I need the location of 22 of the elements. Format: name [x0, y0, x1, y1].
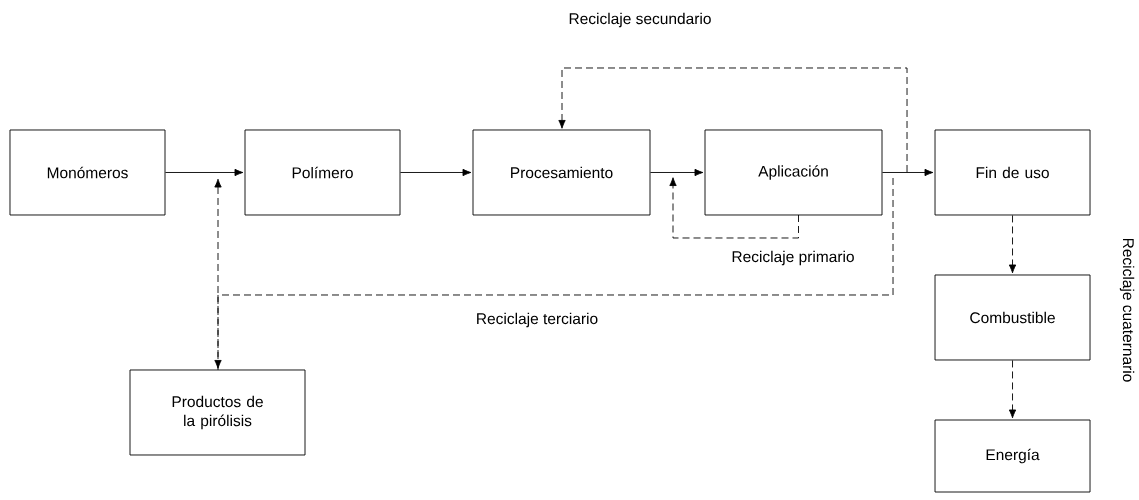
edge-label: Reciclaje primario	[730, 249, 856, 267]
edge-label: Reciclaje terciario	[474, 311, 600, 329]
process-box: Polímero	[244, 129, 401, 216]
process-box: Energía	[934, 419, 1091, 493]
process-box: Procesamiento	[472, 129, 651, 216]
arrow	[400, 168, 472, 177]
process-box: Fin de uso	[934, 129, 1091, 216]
process-box: Monómeros	[9, 129, 166, 216]
arrow	[1008, 360, 1017, 419]
arrow	[650, 168, 704, 177]
arrow	[214, 178, 222, 371]
arrow	[882, 168, 934, 177]
arrow	[669, 177, 799, 239]
process-box: Productos de la pirólisis	[129, 369, 306, 456]
vertical-label: Reciclaje cuaternario	[1119, 238, 1135, 382]
edge-label: Reciclaje secundario	[567, 11, 713, 29]
arrow	[165, 168, 244, 177]
arrow	[214, 177, 894, 369]
process-box: Combustible	[934, 274, 1091, 361]
arrow	[1008, 215, 1017, 274]
arrow	[558, 67, 908, 173]
process-box: Aplicación	[704, 129, 883, 216]
